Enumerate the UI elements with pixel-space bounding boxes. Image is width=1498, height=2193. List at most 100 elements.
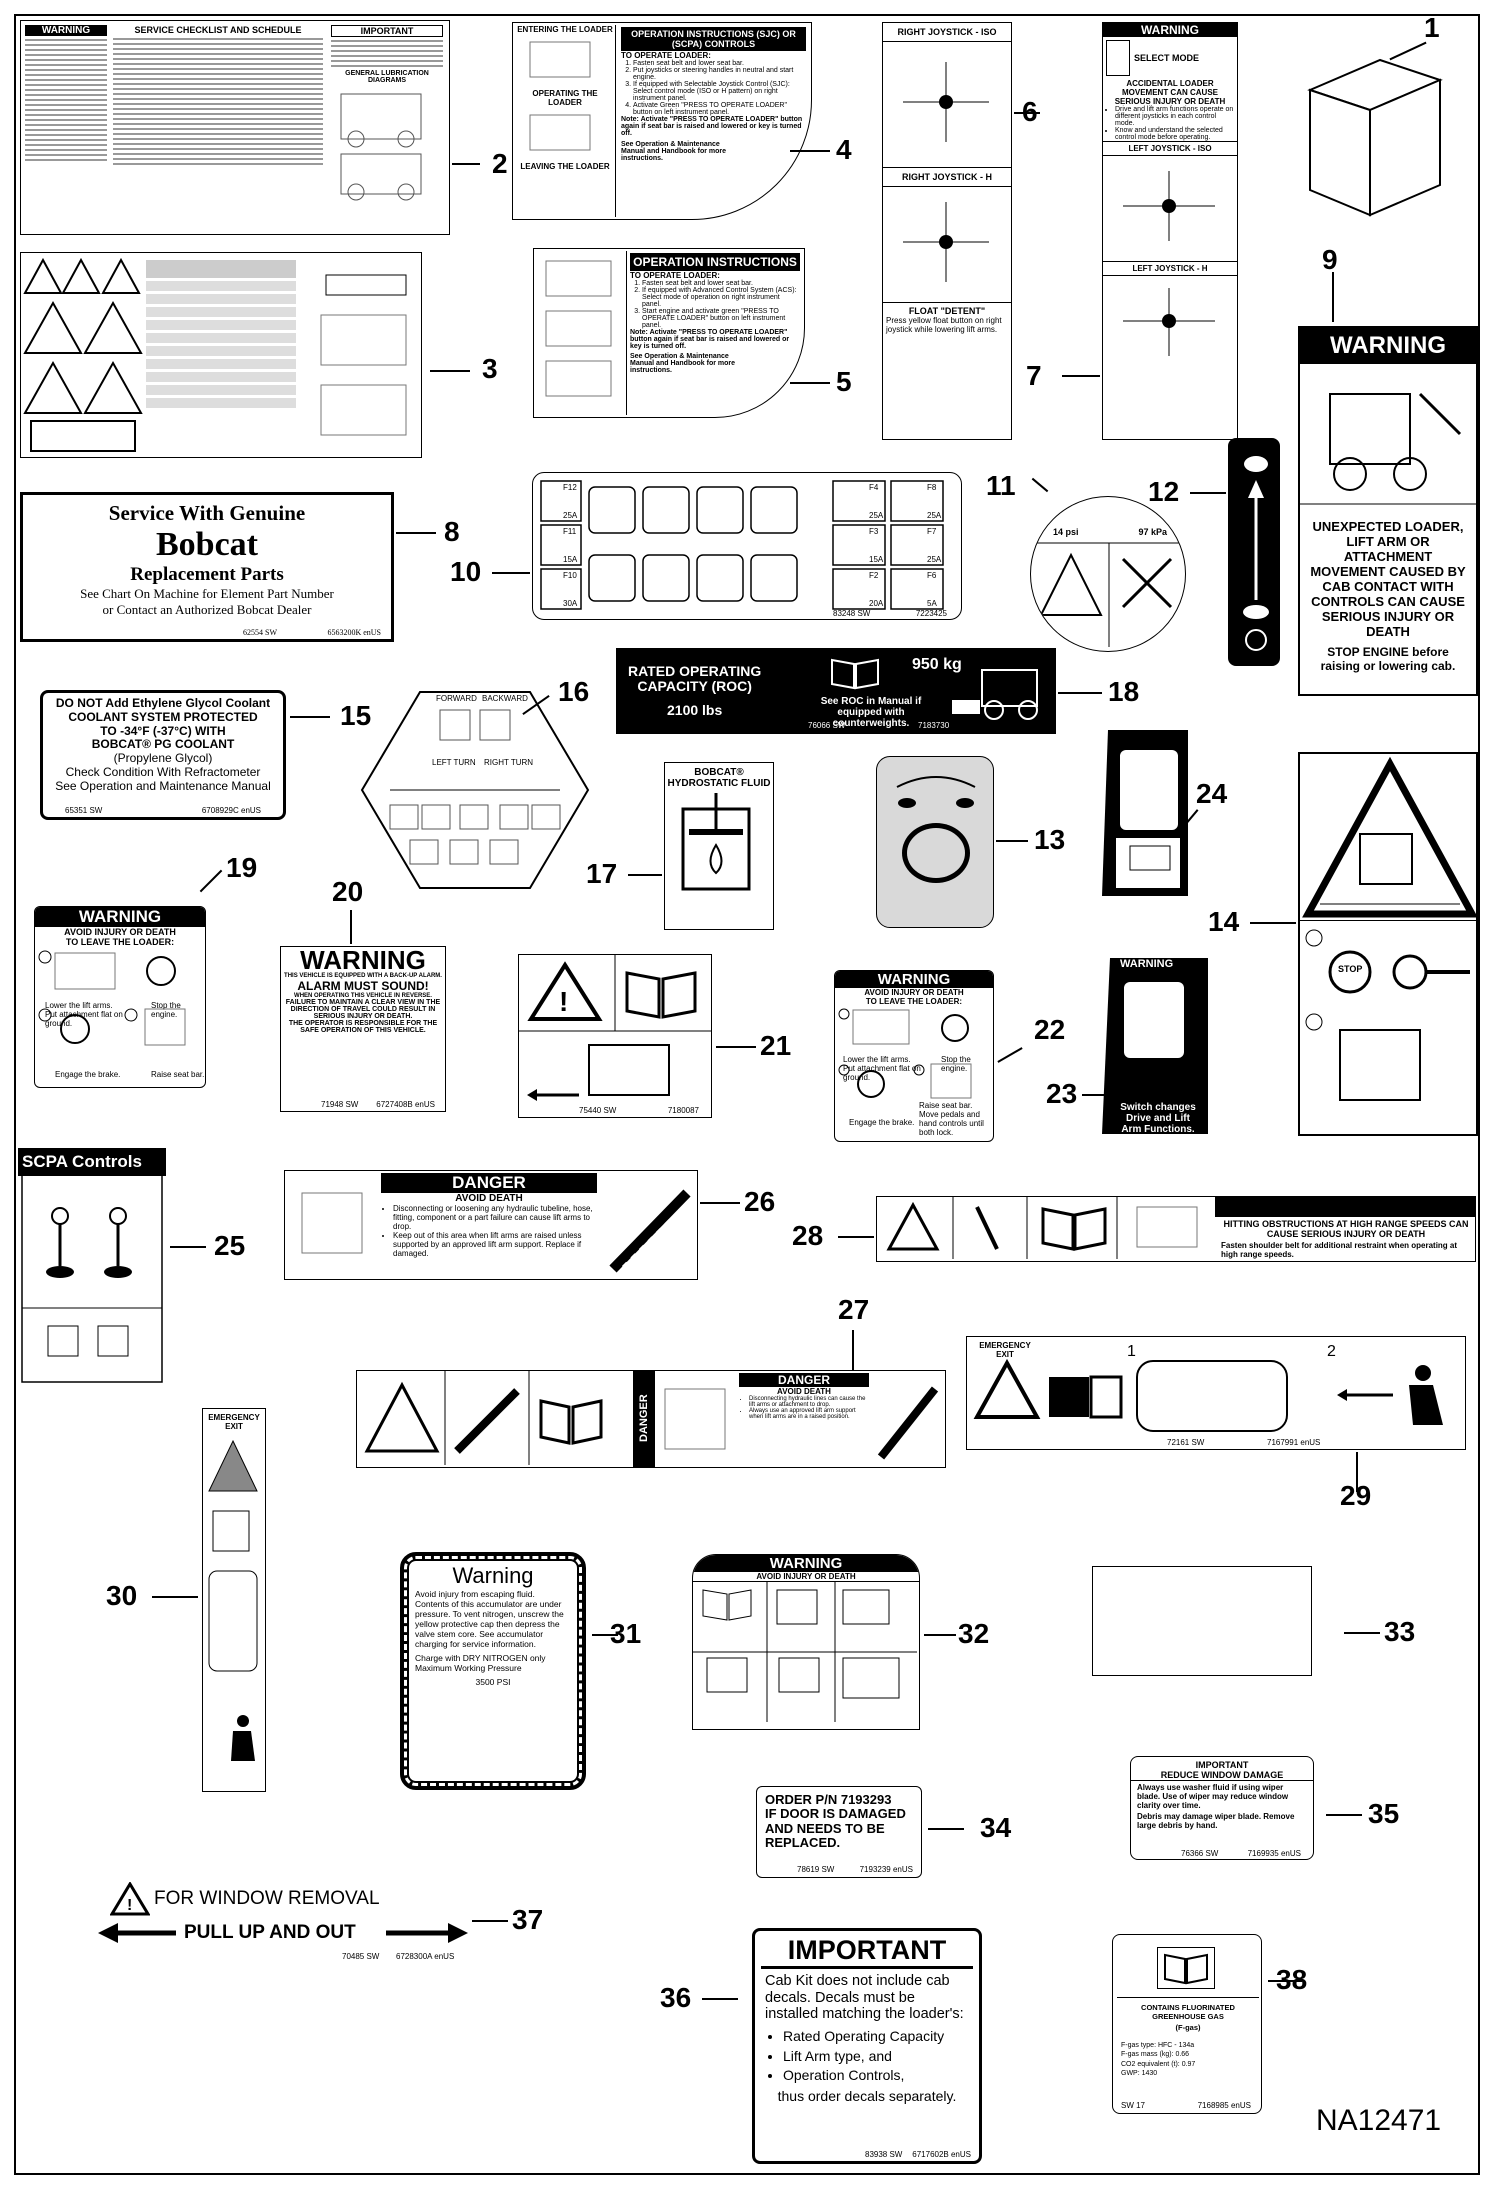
float-title: FLOAT "DETENT" <box>908 306 986 316</box>
leader-27 <box>852 1330 854 1370</box>
hazard-text: HITTING OBSTRUCTIONS AT HIGH RANGE SPEED… <box>1223 1219 1469 1239</box>
decal-15-coolant: DO NOT Add Ethylene Glycol Coolant COOLA… <box>40 690 286 820</box>
leader-23 <box>1082 1094 1116 1096</box>
code-1: 76066 SW <box>808 721 846 730</box>
decal-13-speed-control-plate <box>876 756 994 928</box>
fuse-grid <box>540 480 944 610</box>
alarm-loader-icons: ! <box>519 955 711 1101</box>
code-2: 7168985 enUS <box>1197 2101 1251 2110</box>
title-h: LEFT JOYSTICK - H <box>1103 261 1237 276</box>
important-title: IMPORTANT <box>1195 1760 1249 1770</box>
code-2: 6717602B enUS <box>912 2150 971 2159</box>
code-2: 7169935 enUS <box>1247 1849 1301 1858</box>
code-2: 7183730 <box>918 721 950 730</box>
kpa-value: 97 kPa <box>1138 527 1167 537</box>
decal-24-switch-plate <box>1102 730 1188 896</box>
note: Note: Activate "PRESS TO OPERATE LOADER"… <box>630 329 790 350</box>
callout-26: 26 <box>744 1186 776 1217</box>
leader-33 <box>1344 1632 1380 1634</box>
decal-6-right-joystick: RIGHT JOYSTICK - ISO RIGHT JOYSTICK - H … <box>882 22 1012 440</box>
line-2: TO LEAVE THE LOADER: <box>65 937 175 947</box>
accident-text: ACCIDENTAL LOADER MOVEMENT CAN CAUSE SER… <box>1114 79 1226 106</box>
decal-38-fgas: CONTAINS FLUORINATED GREENHOUSE GAS (F-g… <box>1112 1934 1262 2114</box>
step: Start engine and activate green "PRESS T… <box>642 308 800 329</box>
warning-header: WARNING <box>300 946 426 975</box>
panel-label: OPERATING THE LOADER <box>532 89 598 107</box>
step-1: Lower the lift arms. Put attachment flat… <box>843 1055 921 1082</box>
bullet: Operation Controls, <box>783 2066 979 2086</box>
line-3: TO -34°F (-37°C) WITH <box>100 723 226 738</box>
step-1: Lower the lift arms. Put attachment flat… <box>45 1001 123 1028</box>
decal-8-genuine-parts: Service With Genuine Bobcat Replacement … <box>20 492 394 642</box>
line-4: FAILURE TO MAINTAIN A CLEAR VIEW IN THE … <box>285 999 441 1020</box>
select-mode-text: SELECT MODE <box>1134 53 1200 63</box>
step-2-number: 2 <box>1327 1343 1336 1360</box>
leader-10 <box>492 572 530 574</box>
leader-20 <box>350 910 352 944</box>
bullet: Know and understand the selected control… <box>1115 127 1237 141</box>
leader-6 <box>1014 112 1040 114</box>
leader-32 <box>924 1634 956 1636</box>
callout-19: 19 <box>226 852 258 883</box>
callout-30: 30 <box>106 1580 138 1611</box>
cab-tilt-drawing <box>1300 392 1476 505</box>
fuse-label: F8 <box>927 483 937 492</box>
code-1: 83248 SW <box>833 609 871 618</box>
callout-16: 16 <box>558 676 590 707</box>
callout-5: 5 <box>836 366 852 397</box>
warning-bullet: STOP ENGINE before raising or lowering c… <box>1320 645 1456 673</box>
leave-loader-steps <box>838 1008 972 1099</box>
code-2: 7223425 <box>915 609 947 618</box>
decal-9-cab-warning: WARNING UNEXPECTED LOADER, LIFT ARM OR A… <box>1298 326 1478 696</box>
code-2: 6708929C enUS <box>201 805 261 815</box>
exit-icons <box>973 1358 1123 1419</box>
tire-icons <box>1031 542 1185 647</box>
roc-kg: 950 kg <box>912 656 962 673</box>
fuse-label: F2 <box>869 571 879 580</box>
line-4: BOBCAT® PG COOLANT <box>91 737 235 752</box>
drawing-frame <box>14 14 1480 2175</box>
bullets: Disconnecting or loosening any hydraulic… <box>381 1204 597 1258</box>
decal-19-leave-loader-warning: WARNING AVOID INJURY OR DEATH TO LEAVE T… <box>34 906 206 1088</box>
control-lever-icons <box>21 1176 163 1383</box>
decal-3-safety-icons <box>20 252 422 458</box>
joystick-iso-diagram <box>1123 171 1215 241</box>
forward-label: FORWARD <box>436 694 477 703</box>
callout-11: 11 <box>986 470 1016 501</box>
leave-loader-steps <box>38 950 186 1046</box>
line-3: WHEN OPERATING THIS VEHICLE IN REVERSE. <box>294 993 432 999</box>
important-title: IMPORTANT <box>761 1935 973 1969</box>
hazard-triangles <box>23 257 143 452</box>
fuse-amp: 25A <box>563 511 578 520</box>
leader-38 <box>1268 1980 1302 1982</box>
stop-text: STOP <box>1338 964 1363 974</box>
callout-23: 23 <box>1046 1078 1078 1109</box>
leader-18 <box>1058 692 1102 694</box>
bullet: Rated Operating Capacity <box>783 2027 979 2047</box>
text-lines <box>113 38 323 165</box>
stop-engine-and-key-icons <box>1300 920 1476 1101</box>
important-header: IMPORTANT <box>331 25 443 37</box>
subtitle: TO OPERATE LOADER: <box>630 271 720 280</box>
leader-30 <box>152 1596 198 1598</box>
line-1: DO NOT Add Ethylene Glycol Coolant <box>55 696 271 710</box>
callout-36: 36 <box>660 1982 692 2013</box>
svg-text:!: ! <box>559 986 568 1017</box>
lift-arm-support-icon <box>609 1189 691 1273</box>
step-2: Stop the engine. <box>151 1001 181 1019</box>
bullet: Keep out of this area when lift arms are… <box>393 1231 597 1258</box>
bullet: Lift Arm type, and <box>783 2047 979 2067</box>
drawing-id: NA12471 <box>1316 2104 1442 2137</box>
callout-17: 17 <box>586 858 618 889</box>
code-1: 75440 SW <box>579 1106 617 1115</box>
charge-text: Charge with DRY NITROGEN only <box>415 1653 546 1663</box>
code-1: 65351 SW <box>65 805 103 815</box>
line-1: AVOID INJURY OR DEATH <box>64 927 176 937</box>
bullet: Disconnecting hydraulic lines can cause … <box>749 1396 869 1408</box>
code-2: 7180087 <box>667 1106 699 1115</box>
callout-6: 6 <box>1022 96 1038 127</box>
decal-22-leave-loader-warning: WARNING AVOID INJURY OR DEATH TO LEAVE T… <box>834 970 994 1142</box>
title: OPERATION INSTRUCTIONS <box>630 253 800 271</box>
code-2: 6563200K enUS <box>327 628 381 637</box>
decal-7-left-joystick-warning: WARNING SELECT MODE ACCIDENTAL LOADER MO… <box>1102 22 1238 440</box>
